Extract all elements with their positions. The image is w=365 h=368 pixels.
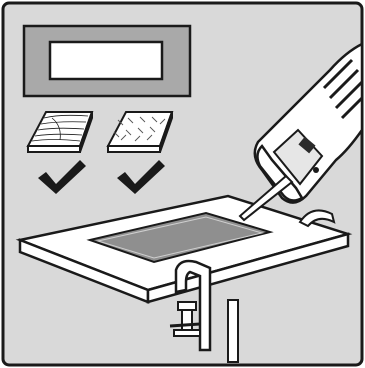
table-leg bbox=[228, 300, 238, 362]
cutout-preview-icon bbox=[24, 26, 190, 96]
